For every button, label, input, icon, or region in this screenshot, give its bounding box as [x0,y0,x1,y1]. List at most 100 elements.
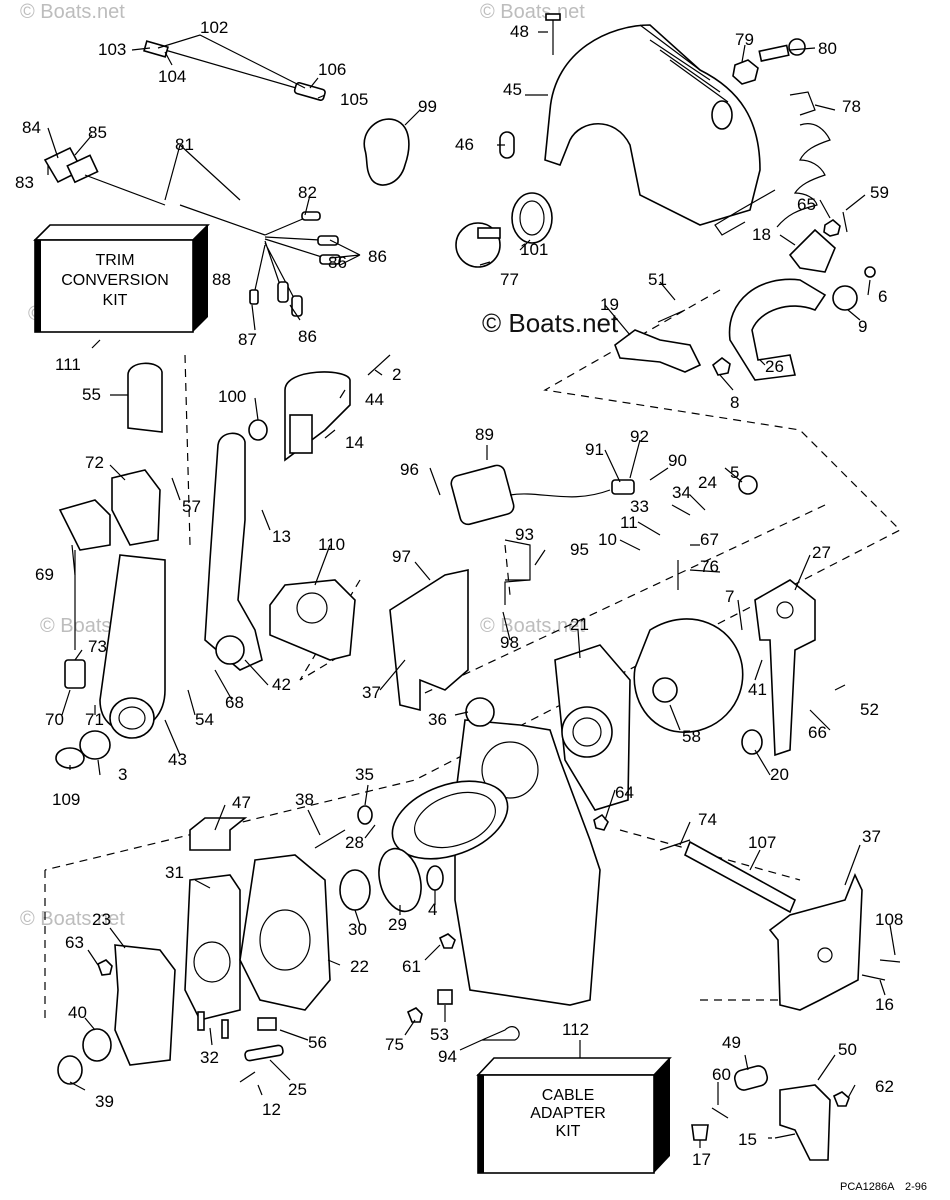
footer-code: PCA1286A [840,1181,895,1193]
callout-111: 111 [55,355,81,374]
arm-27 [754,579,816,757]
callout-45: 45 [503,80,522,99]
callout-68: 68 [225,693,244,712]
callout-3: 3 [118,765,127,784]
callout-90: 90 [668,451,687,470]
callout-24: 24 [698,473,717,492]
cap-55 [127,362,163,433]
callout-106: 106 [318,60,346,79]
screw-51 [657,309,686,323]
callout-52: 52 [860,700,879,719]
cable-adapter-kit-box: CABLE ADAPTER KIT [476,1057,672,1174]
ball-5 [738,475,758,495]
callout-27: 27 [812,543,831,562]
clamp-99 [363,118,410,186]
screw-15 [774,1133,796,1139]
ring-29 [378,847,422,913]
callout-41: 41 [748,680,767,699]
callout-47: 47 [232,793,251,812]
knob-77 [455,222,501,268]
callout-96: 96 [400,460,419,479]
bar-25 [244,1044,284,1062]
callout-50: 50 [838,1040,857,1059]
trim-kit-line1: TRIM [95,252,134,269]
nut-65 [823,219,841,237]
callout-22: 22 [350,957,369,976]
callout-30: 30 [348,920,367,939]
callout-43: 43 [168,750,187,769]
screw-12 [239,1071,256,1083]
callout-54: 54 [195,710,214,729]
callout-26: 26 [765,357,784,376]
callout-33: 33 [630,497,649,516]
callout-labels: 102 103 104 106 105 48 45 46 79 80 78 99… [15,18,903,1169]
screw-74 [659,839,691,851]
callout-32: 32 [200,1048,219,1067]
callout-60: 60 [712,1065,731,1084]
callout-8: 8 [730,393,739,412]
pin-60 [711,1107,729,1119]
ring-39 [57,1055,83,1085]
callout-11: 11 [620,513,638,532]
callout-104: 104 [158,67,186,86]
callout-23: 23 [92,910,111,929]
callout-25: 25 [288,1080,307,1099]
callout-98: 98 [500,633,519,652]
callout-103: 103 [98,40,126,59]
callout-110: 110 [318,535,345,554]
callout-100: 100 [218,387,246,406]
callout-16: 16 [875,995,894,1014]
callout-57: 57 [182,497,201,516]
callout-69: 69 [35,565,54,584]
callout-65: 65 [797,195,816,214]
footer-date: 2-96 [905,1181,927,1193]
callout-37b: 37 [862,827,881,846]
trim-switch-89 [450,464,758,526]
disc-9 [832,285,858,311]
callout-59: 59 [870,183,889,202]
callout-37: 37 [362,683,381,702]
callout-12: 12 [262,1100,281,1119]
screw-6 [864,266,876,278]
callout-5: 5 [730,463,739,482]
callout-42: 42 [272,675,291,694]
callout-40: 40 [68,1003,87,1022]
callout-112: 112 [562,1020,589,1039]
screw-108 [879,959,901,963]
callout-19: 19 [600,295,619,314]
nut-61 [438,933,456,949]
callout-83: 83 [15,173,34,192]
nut-79 [732,59,759,85]
callout-82: 82 [298,183,317,202]
cam-disc-58 [633,618,744,733]
nut-64 [593,813,609,831]
ring-28 [391,780,509,860]
arm-19 [614,329,702,373]
callout-46: 46 [455,135,474,154]
ring-30 [339,869,371,911]
nut-63 [97,959,113,976]
ring-40 [82,1028,112,1062]
callout-29: 29 [388,915,407,934]
ring-101 [511,192,553,244]
assembly-dashed-lines [44,289,902,1020]
plate-23 [114,944,176,1066]
screw-16 [861,974,886,981]
cable-kit-line3: KIT [556,1123,581,1140]
watermark-text: © Boats.net [20,1,125,23]
callout-4: 4 [428,900,437,919]
callout-86b: 86 [328,253,347,272]
callout-89: 89 [475,425,494,444]
callout-6: 6 [878,287,887,306]
screw-38 [314,829,346,849]
callout-78: 78 [842,97,861,116]
callout-66: 66 [808,723,827,742]
watermark-text-center: © Boats.net [482,308,619,338]
callout-35: 35 [355,765,374,784]
clamp-49 [733,1065,769,1091]
callout-36: 36 [428,710,447,729]
pin-17 [691,1124,709,1141]
callout-87: 87 [238,330,257,349]
callout-99: 99 [418,97,437,116]
nut-62 [832,1091,850,1107]
